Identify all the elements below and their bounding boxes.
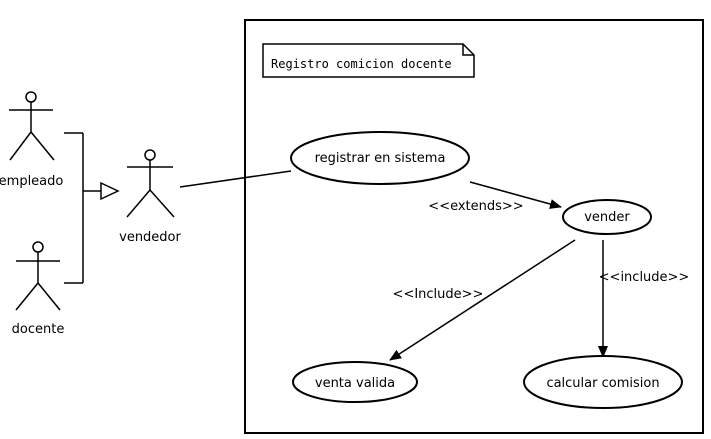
extends-arrow xyxy=(469,181,562,209)
usecase-vender-label: vender xyxy=(584,210,630,225)
actor-vendedor[interactable]: vendedor xyxy=(119,149,182,245)
system-boundary xyxy=(244,19,704,434)
include-arrow-venta-valida xyxy=(389,239,576,361)
usecase-venta-valida[interactable]: venta valida xyxy=(292,361,418,403)
actor-empleado-label: empleado xyxy=(0,174,63,189)
usecase-registrar-label: registrar en sistema xyxy=(315,151,446,166)
usecase-calcular-label: calcular comision xyxy=(546,376,659,391)
actor-empleado[interactable]: empleado xyxy=(0,91,63,189)
include-label-upper: <<Include>> xyxy=(393,287,484,302)
usecase-calcular-comision[interactable]: calcular comision xyxy=(523,355,683,409)
actor-docente[interactable]: docente xyxy=(12,241,65,337)
generalization-arrowhead xyxy=(100,181,120,201)
generalization-connector xyxy=(64,132,120,284)
usecase-vender[interactable]: vender xyxy=(562,199,652,235)
extends-label: <<extends>> xyxy=(428,199,523,214)
system-note-label: Registro comicion docente xyxy=(271,57,452,71)
actor-vendedor-label: vendedor xyxy=(119,230,181,245)
actor-docente-label: docente xyxy=(12,322,65,337)
system-note: Registro comicion docente xyxy=(262,43,475,78)
include-label-lower: <<include>> xyxy=(599,270,690,285)
usecase-venta-valida-label: venta valida xyxy=(315,376,395,391)
association-vendedor-registrar xyxy=(179,170,292,188)
usecase-registrar-en-sistema[interactable]: registrar en sistema xyxy=(290,131,470,185)
